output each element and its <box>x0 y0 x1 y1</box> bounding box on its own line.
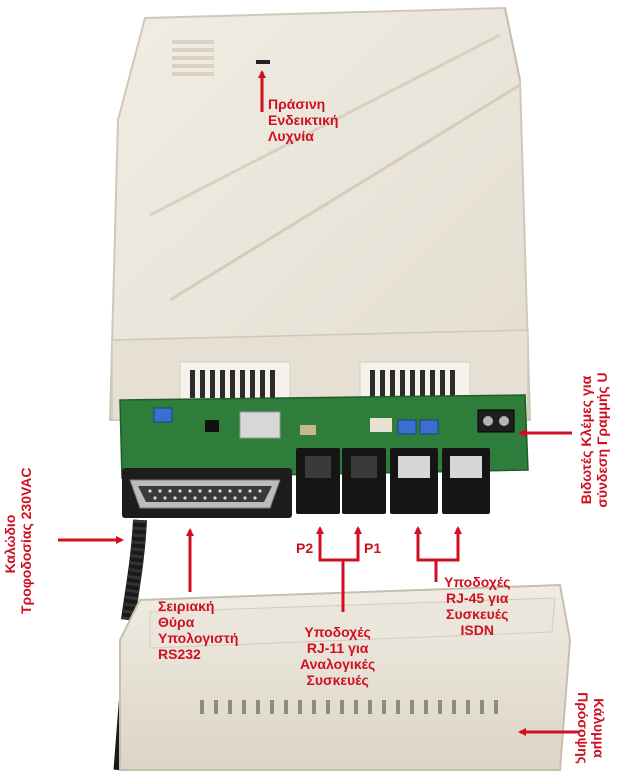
label-screw-terminals: Βιδωτές Κλέμες για σύνδεση Γραμμής U <box>578 372 610 508</box>
label-p1: P1 <box>364 540 382 556</box>
label-p2: P2 <box>296 540 314 556</box>
rj-port-row <box>296 448 490 514</box>
serial-db25-connector <box>122 468 292 518</box>
label-green-led: Πράσινη Ενδεικτική Λυχνία <box>268 96 339 144</box>
cover-vent <box>200 700 498 714</box>
top-vent <box>172 40 214 76</box>
green-led <box>256 60 270 64</box>
dip-switch <box>397 419 417 435</box>
arrow-icon <box>58 70 580 736</box>
label-power-cable: Καλώδιο Τροφοδοσίας 230VAC <box>2 467 34 615</box>
dip-switch <box>153 407 173 423</box>
dip-switch <box>419 419 439 435</box>
label-front-cover: Κάλυμμα Πρόσοψης <box>575 692 607 764</box>
screw-terminal-block <box>477 409 515 433</box>
front-cover <box>119 583 572 771</box>
label-rj11: Υποδοχές RJ-11 για Αναλογικές Συσκευές <box>300 624 376 688</box>
device-housing <box>108 6 532 421</box>
label-rj45: Υποδοχές RJ-45 για Συσκευές ISDN <box>444 574 511 638</box>
label-serial-port: Σειριακή Θύρα Υπολογιστή RS232 <box>158 598 239 662</box>
